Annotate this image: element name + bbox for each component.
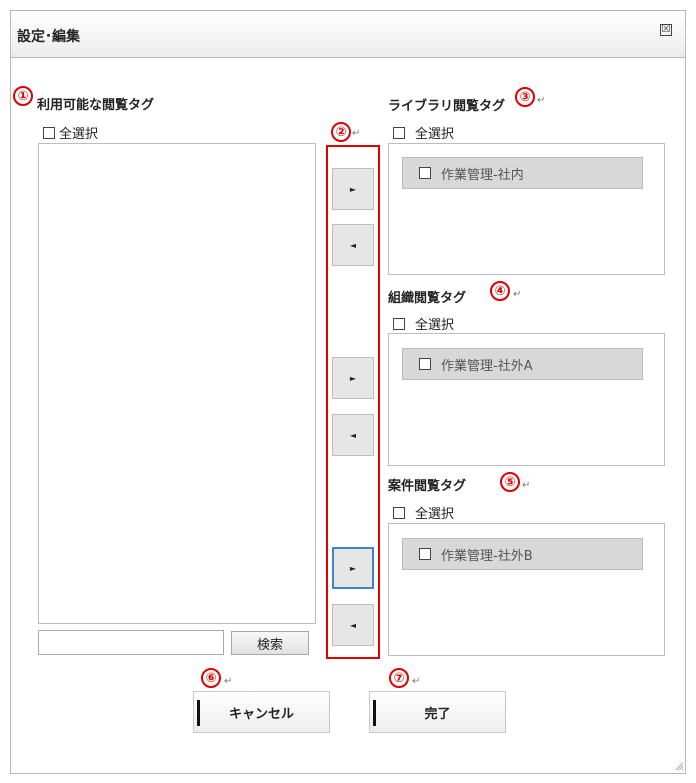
tag-label: 作業管理-社外B: [441, 548, 533, 564]
done-button-label: 完了: [424, 706, 451, 722]
arrow-right-icon: ►: [349, 563, 357, 573]
select-all-label: 全選択: [415, 507, 455, 522]
select-all-label: 全選択: [415, 318, 455, 333]
tag-label: 作業管理-社外A: [441, 358, 533, 374]
list-item[interactable]: 作業管理-社内: [402, 157, 643, 189]
list-item[interactable]: 作業管理-社外A: [402, 348, 643, 380]
marker-1: ①: [13, 86, 33, 106]
cancel-button-label: キャンセル: [228, 706, 294, 722]
marker-3: ③: [515, 87, 535, 107]
move-left-organization-button[interactable]: ◄: [332, 414, 374, 456]
select-all-label: 全選択: [415, 127, 455, 142]
search-input[interactable]: [38, 630, 224, 655]
return-mark: ↵: [537, 95, 546, 106]
move-right-project-button[interactable]: ►: [332, 547, 374, 589]
available-select-all[interactable]: 全選択: [43, 123, 98, 142]
project-select-all[interactable]: 全選択: [393, 503, 454, 522]
arrow-left-icon: ◄: [349, 240, 357, 250]
return-mark: ↵: [352, 128, 361, 139]
project-tags-label: 案件閲覧タグ: [388, 479, 467, 494]
done-button[interactable]: 完了: [369, 691, 506, 733]
available-tags-list[interactable]: [38, 143, 316, 624]
move-buttons-highlight: [326, 145, 380, 659]
select-all-label: 全選択: [59, 127, 99, 142]
select-all-checkbox[interactable]: [393, 317, 405, 330]
move-left-library-button[interactable]: ◄: [332, 224, 374, 266]
select-all-checkbox[interactable]: [43, 126, 55, 139]
arrow-right-icon: ►: [349, 373, 357, 383]
return-mark: ↵: [522, 480, 531, 491]
search-button[interactable]: 検索: [231, 631, 309, 655]
tag-checkbox[interactable]: [419, 548, 431, 560]
move-right-library-button[interactable]: ►: [332, 168, 374, 210]
arrow-right-icon: ►: [349, 184, 357, 194]
marker-6: ⑥: [201, 668, 221, 688]
list-item[interactable]: 作業管理-社外B: [402, 538, 643, 570]
return-mark: ↵: [224, 676, 233, 687]
arrow-left-icon: ◄: [349, 620, 357, 630]
select-all-checkbox[interactable]: [393, 506, 405, 519]
tag-label: 作業管理-社内: [441, 167, 524, 183]
return-mark: ↵: [513, 289, 522, 300]
dialog-titlebar: [10, 10, 686, 58]
button-edge-marker: [197, 700, 200, 726]
arrow-left-icon: ◄: [349, 430, 357, 440]
library-select-all[interactable]: 全選択: [393, 123, 454, 142]
marker-5: ⑤: [500, 472, 520, 492]
move-right-organization-button[interactable]: ►: [332, 357, 374, 399]
organization-tags-label: 組織閲覧タグ: [388, 291, 467, 306]
move-left-project-button[interactable]: ◄: [332, 604, 374, 646]
marker-7: ⑦: [389, 668, 409, 688]
button-edge-marker: [373, 700, 376, 726]
available-tags-label: 利用可能な閲覧タグ: [37, 98, 155, 113]
select-all-checkbox[interactable]: [393, 126, 405, 139]
tag-checkbox[interactable]: [419, 167, 431, 179]
organization-select-all[interactable]: 全選択: [393, 314, 454, 333]
return-mark: ↵: [412, 676, 421, 687]
marker-2: ②: [331, 122, 351, 142]
resize-grip-icon[interactable]: [674, 761, 684, 771]
dialog-title: 設定･編集: [17, 29, 80, 45]
close-icon[interactable]: ☒: [660, 24, 672, 36]
cancel-button[interactable]: キャンセル: [193, 691, 330, 733]
tag-checkbox[interactable]: [419, 358, 431, 370]
library-tags-label: ライブラリ閲覧タグ: [388, 99, 506, 114]
marker-4: ④: [490, 281, 510, 301]
